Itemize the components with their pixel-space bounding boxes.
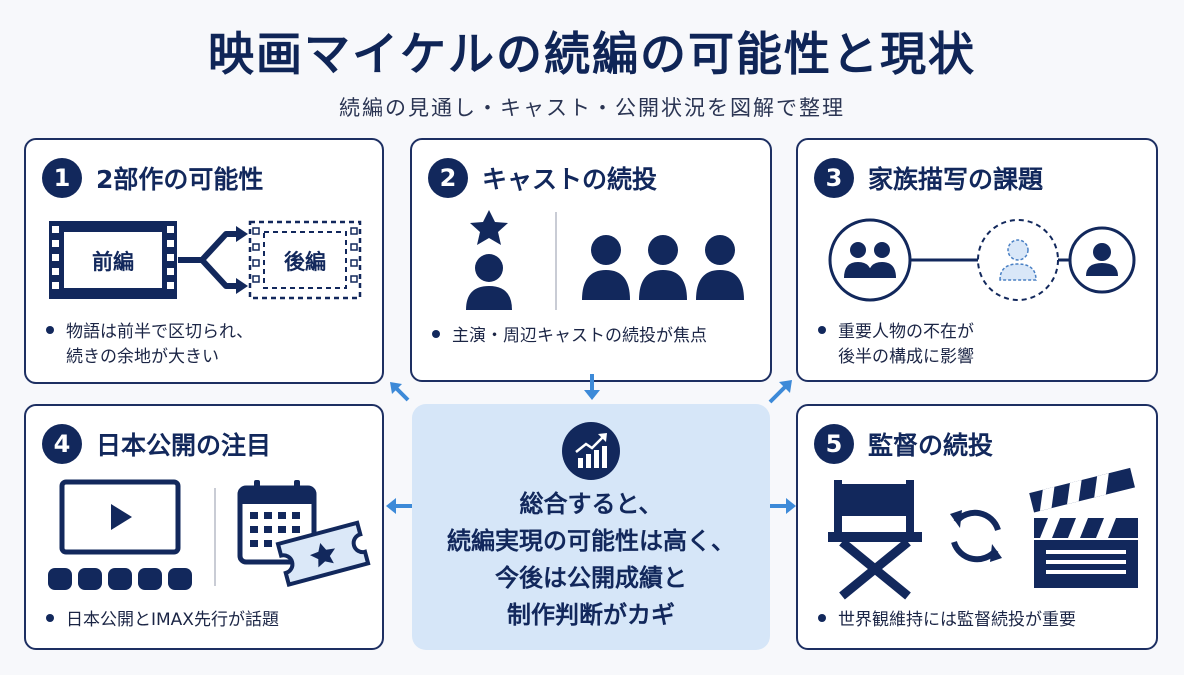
summary-box: 総合すると、 続編実現の可能性は高く、 今後は公開成績と 制作判断がカギ (412, 404, 770, 650)
number-badge: 3 (814, 158, 854, 198)
number-badge: 5 (814, 424, 854, 464)
page-title: 映画マイケルの続編の可能性と現状 (208, 27, 976, 81)
arrow-from-card-2 (584, 374, 600, 400)
part-two-label: 後編 (284, 250, 326, 274)
card-header: 3 家族描写の課題 (814, 158, 1043, 198)
dashed-film-strip-icon (248, 220, 362, 300)
card-director: 5 監督の続投 世界観維持には監督続投が重要 (796, 404, 1158, 650)
card-cast: 2 キャストの続投 主演・周辺キャストの続投が焦点 (410, 138, 772, 382)
family-network-icon (828, 218, 1136, 302)
card-header: 2 キャストの続投 (428, 158, 657, 198)
refresh-cycle-icon (950, 509, 1002, 563)
divider (555, 212, 557, 310)
number-badge: 2 (428, 158, 468, 198)
arrow-to-card-4 (386, 498, 412, 514)
film-strip-icon (49, 221, 177, 299)
divider (214, 488, 216, 586)
card-title: 家族描写の課題 (868, 165, 1044, 194)
card-title: 2部作の可能性 (96, 165, 264, 194)
card-family: 3 家族描写の課題 重要人物の不在が 後半の構成に影響 (796, 138, 1158, 382)
number-badge: 4 (42, 424, 82, 464)
arrow-to-card-1 (390, 382, 410, 402)
branch-arrow-icon (178, 226, 248, 294)
card-two-part: 1 2部作の可能性 前編 後編 物語は前半で区切られ、 続きの余地が大きい (24, 138, 384, 384)
card-bullet: 重要人物の不在が 後半の構成に影響 (818, 320, 974, 370)
card-bullet: 日本公開とIMAX先行が話題 (46, 608, 279, 633)
theater-screen-icon (48, 479, 192, 590)
card-bullet: 主演・周辺キャストの続投が焦点 (432, 324, 707, 349)
group-people-icon (582, 235, 744, 300)
card-title: キャストの続投 (482, 165, 658, 194)
card-japan-release: 4 日本公開の注目 日本公開とIMAX先行が話題 (24, 404, 384, 650)
calendar-ticket-icon (237, 480, 371, 588)
arrow-to-card-3 (768, 380, 792, 404)
card-bullet: 物語は前半で区切られ、 続きの余地が大きい (46, 320, 253, 370)
star-person-icon (466, 210, 512, 310)
arrow-to-card-5 (770, 498, 796, 514)
growth-chart-icon (562, 422, 620, 480)
page-subtitle: 続編の見通し・キャスト・公開状況を図解で整理 (339, 96, 845, 120)
part-one-label: 前編 (92, 250, 134, 274)
clapperboard-icon (1029, 467, 1138, 588)
card-bullet: 世界観維持には監督続投が重要 (818, 608, 1076, 633)
summary-text: 総合すると、 続編実現の可能性は高く、 今後は公開成績と 制作判断がカギ (447, 490, 735, 629)
card-title: 日本公開の注目 (96, 431, 272, 460)
card-header: 4 日本公開の注目 (42, 424, 271, 464)
director-chair-icon (828, 480, 922, 600)
card-header: 1 2部作の可能性 (42, 158, 263, 198)
card-header: 5 監督の続投 (814, 424, 993, 464)
number-badge: 1 (42, 158, 82, 198)
card-title: 監督の続投 (868, 431, 994, 460)
